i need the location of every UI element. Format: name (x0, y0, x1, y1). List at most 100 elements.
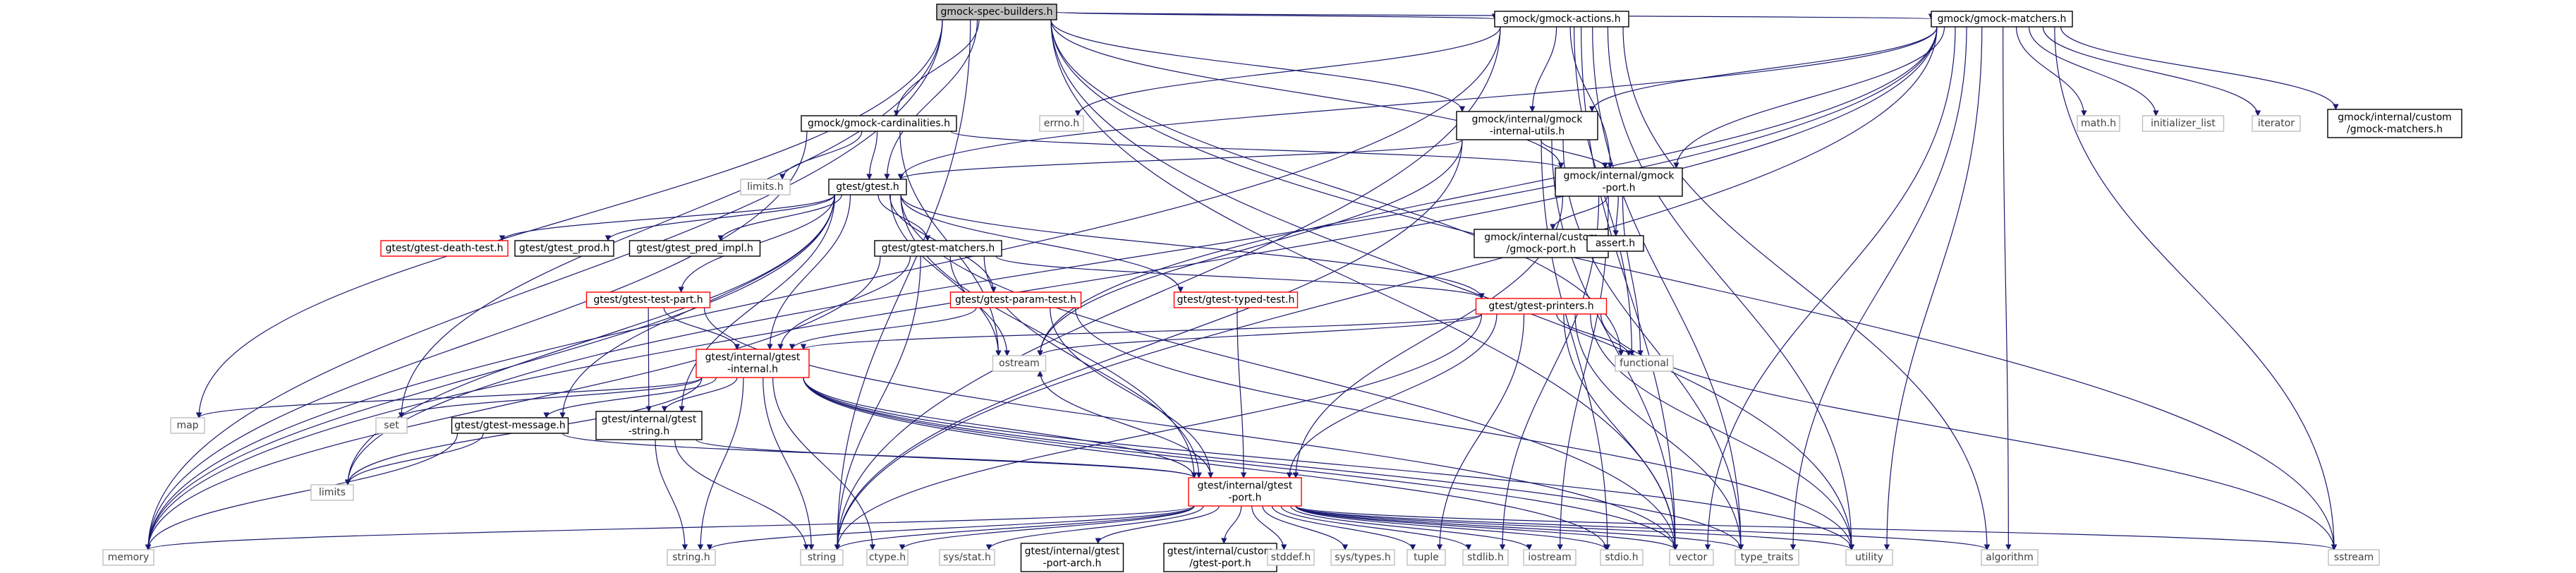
node-box-matchers (1931, 11, 2073, 28)
edge-gtest_port-to-algorithm (1295, 505, 1990, 550)
node-label-errno: errno.h (1044, 118, 1079, 129)
edge-actions-to-errno (1074, 26, 1501, 116)
node-port_arch[interactable]: gtest/internal/gtest-port-arch.h (1020, 543, 1124, 572)
node-stdlib: stdlib.h (1462, 549, 1509, 566)
node-gtest_port[interactable]: gtest/internal/gtest-port.h (1188, 477, 1302, 507)
edge-actions-to-internal_utils (1529, 26, 1557, 112)
edge-param_test-to-gtest_internal (789, 307, 977, 350)
node-label-stdlib: stdlib.h (1467, 552, 1504, 563)
node-box-gtest_custom_port (1163, 543, 1277, 572)
edge-gtest_internal-to-vector (803, 377, 1679, 550)
node-iostream: iostream (1523, 549, 1576, 566)
edge-internal_utils-to-gmock_port (1540, 139, 1608, 169)
node-ostream: ostream (992, 355, 1047, 372)
edge-gtest_port-to-iostream (1290, 505, 1533, 550)
node-label-functional: functional (1620, 358, 1669, 369)
node-gtest_prod[interactable]: gtest/gtest_prod.h (514, 240, 614, 257)
node-label-actions: gmock/gmock-actions.h (1502, 13, 1620, 25)
edge-gtest_internal-to-stdio (803, 377, 1610, 550)
node-box-printers (1475, 298, 1608, 315)
edge-matchers-to-algorithm (2003, 26, 2012, 550)
edge-printers-to-functional (1556, 313, 1632, 356)
edge-internal_utils-to-vector (1551, 139, 1679, 550)
node-label-initializer_list: initializer_list (2151, 118, 2216, 129)
node-gtest_custom_port[interactable]: gtest/internal/custom/gtest-port.h (1163, 543, 1277, 572)
edge-gtest_port-to-ctype (899, 505, 1195, 550)
node-gtest[interactable]: gtest/gtest.h (828, 179, 907, 195)
edge-printers-to-ostream (1037, 313, 1483, 356)
edge-actions-to-type_traits (1592, 26, 1744, 550)
node-pred_impl[interactable]: gtest/gtest_pred_impl.h (628, 240, 761, 257)
node-box-string (800, 549, 844, 566)
node-gtest_matchers[interactable]: gtest/gtest-matchers.h (874, 240, 1002, 257)
node-gtest_internal[interactable]: gtest/internal/gtest-internal.h (695, 349, 810, 378)
node-map: map (170, 417, 205, 434)
node-assert[interactable]: assert.h (1586, 235, 1644, 252)
edge-cardinalities-to-limits_h (779, 131, 863, 180)
node-box-map (170, 417, 205, 434)
edge-gtest_string-to-string (674, 439, 810, 550)
node-label-death_test: gtest/gtest-death-test.h (385, 243, 503, 254)
node-gmock_port[interactable]: gmock/internal/gmock-port.h (1555, 167, 1683, 197)
node-limits_h: limits.h (740, 179, 791, 195)
node-test_part[interactable]: gtest/gtest-test-part.h (585, 291, 711, 308)
edge-printers-to-sstream (1600, 313, 2338, 550)
edge-matchers-to-gtest (897, 26, 1938, 180)
node-actions[interactable]: gmock/gmock-actions.h (1494, 11, 1629, 28)
node-label-map: map (176, 420, 198, 431)
edge-gtest_internal-to-utility (803, 377, 1855, 550)
node-box-gtest (828, 179, 907, 195)
node-box-gtest_message (451, 417, 569, 434)
node-label-gmock_port-line-2: -port.h (1602, 183, 1635, 194)
node-label-gtest_matchers: gtest/gtest-matchers.h (882, 243, 995, 254)
edge-gtest_port-to-sys_types (1262, 505, 1349, 550)
node-param_test[interactable]: gtest/gtest-param-test.h (949, 291, 1082, 308)
node-box-sstream (2328, 549, 2380, 566)
node-label-stdio: stdio.h (1605, 552, 1638, 563)
node-box-set (375, 417, 408, 434)
node-cardinalities[interactable]: gmock/gmock-cardinalities.h (801, 115, 957, 132)
node-box-test_part (585, 291, 711, 308)
edge-matchers-to-iterator (2042, 26, 2261, 116)
edge-gtest_string-to-gtest_port (695, 439, 1197, 478)
edge-gtest_port-to-memory (145, 505, 1195, 550)
node-label-tuple: tuple (1414, 552, 1439, 563)
edge-gtest-to-death_test (499, 194, 835, 241)
edge-matchers-to-string (834, 26, 1938, 550)
node-label-sstream: sstream (2334, 552, 2374, 563)
node-root[interactable]: gmock-spec-builders.h (936, 4, 1057, 20)
node-gtest_string[interactable]: gtest/internal/gtest-string.h (595, 411, 703, 440)
node-label-port_arch-line-2: -port-arch.h (1043, 558, 1102, 569)
edge-gtest_internal-to-gtest_message (543, 377, 717, 418)
edge-root-to-matchers (1056, 11, 1933, 20)
node-box-param_test (949, 291, 1082, 308)
node-initializer_list: initializer_list (2141, 115, 2225, 132)
node-box-assert (1586, 235, 1644, 252)
node-label-gmock_custom_matchers-line-1: gmock/internal/custom (2338, 112, 2452, 123)
node-printers[interactable]: gtest/gtest-printers.h (1475, 298, 1608, 315)
node-gmock_custom_port[interactable]: gmock/internal/custom/gmock-port.h (1474, 229, 1609, 258)
node-label-gmock_custom_matchers-line-2: /gmock-matchers.h (2347, 124, 2443, 135)
node-matchers[interactable]: gmock/gmock-matchers.h (1931, 11, 2073, 28)
node-box-port_arch (1020, 543, 1124, 572)
node-box-gtest_prod (514, 240, 614, 257)
node-label-port_arch-line-1: gtest/internal/gtest (1025, 546, 1120, 557)
node-sys_types: sys/types.h (1330, 549, 1395, 566)
node-gmock_custom_matchers[interactable]: gmock/internal/custom/gmock-matchers.h (2327, 109, 2462, 138)
node-label-gmock_custom_port-line-2: /gmock-port.h (1507, 244, 1576, 255)
node-label-vector: vector (1676, 552, 1708, 563)
node-label-set: set (384, 420, 399, 431)
node-death_test[interactable]: gtest/gtest-death-test.h (380, 240, 509, 257)
node-internal_utils[interactable]: gmock/internal/gmock-internal-utils.h (1456, 111, 1598, 140)
node-label-typed_test: gtest/gtest-typed-test.h (1177, 294, 1295, 306)
node-gtest_message[interactable]: gtest/gtest-message.h (451, 417, 569, 434)
node-label-math: math.h (2081, 118, 2116, 129)
node-tuple: tuple (1407, 549, 1446, 566)
edge-gtest-to-limits (344, 194, 835, 485)
node-typed_test[interactable]: gtest/gtest-typed-test.h (1173, 291, 1299, 308)
node-label-ostream: ostream (999, 358, 1040, 369)
node-stdio: stdio.h (1600, 549, 1644, 566)
edge-root-to-utility (1050, 19, 1855, 550)
node-label-gtest_prod: gtest/gtest_prod.h (519, 243, 609, 254)
node-label-sys_types: sys/types.h (1335, 552, 1390, 563)
